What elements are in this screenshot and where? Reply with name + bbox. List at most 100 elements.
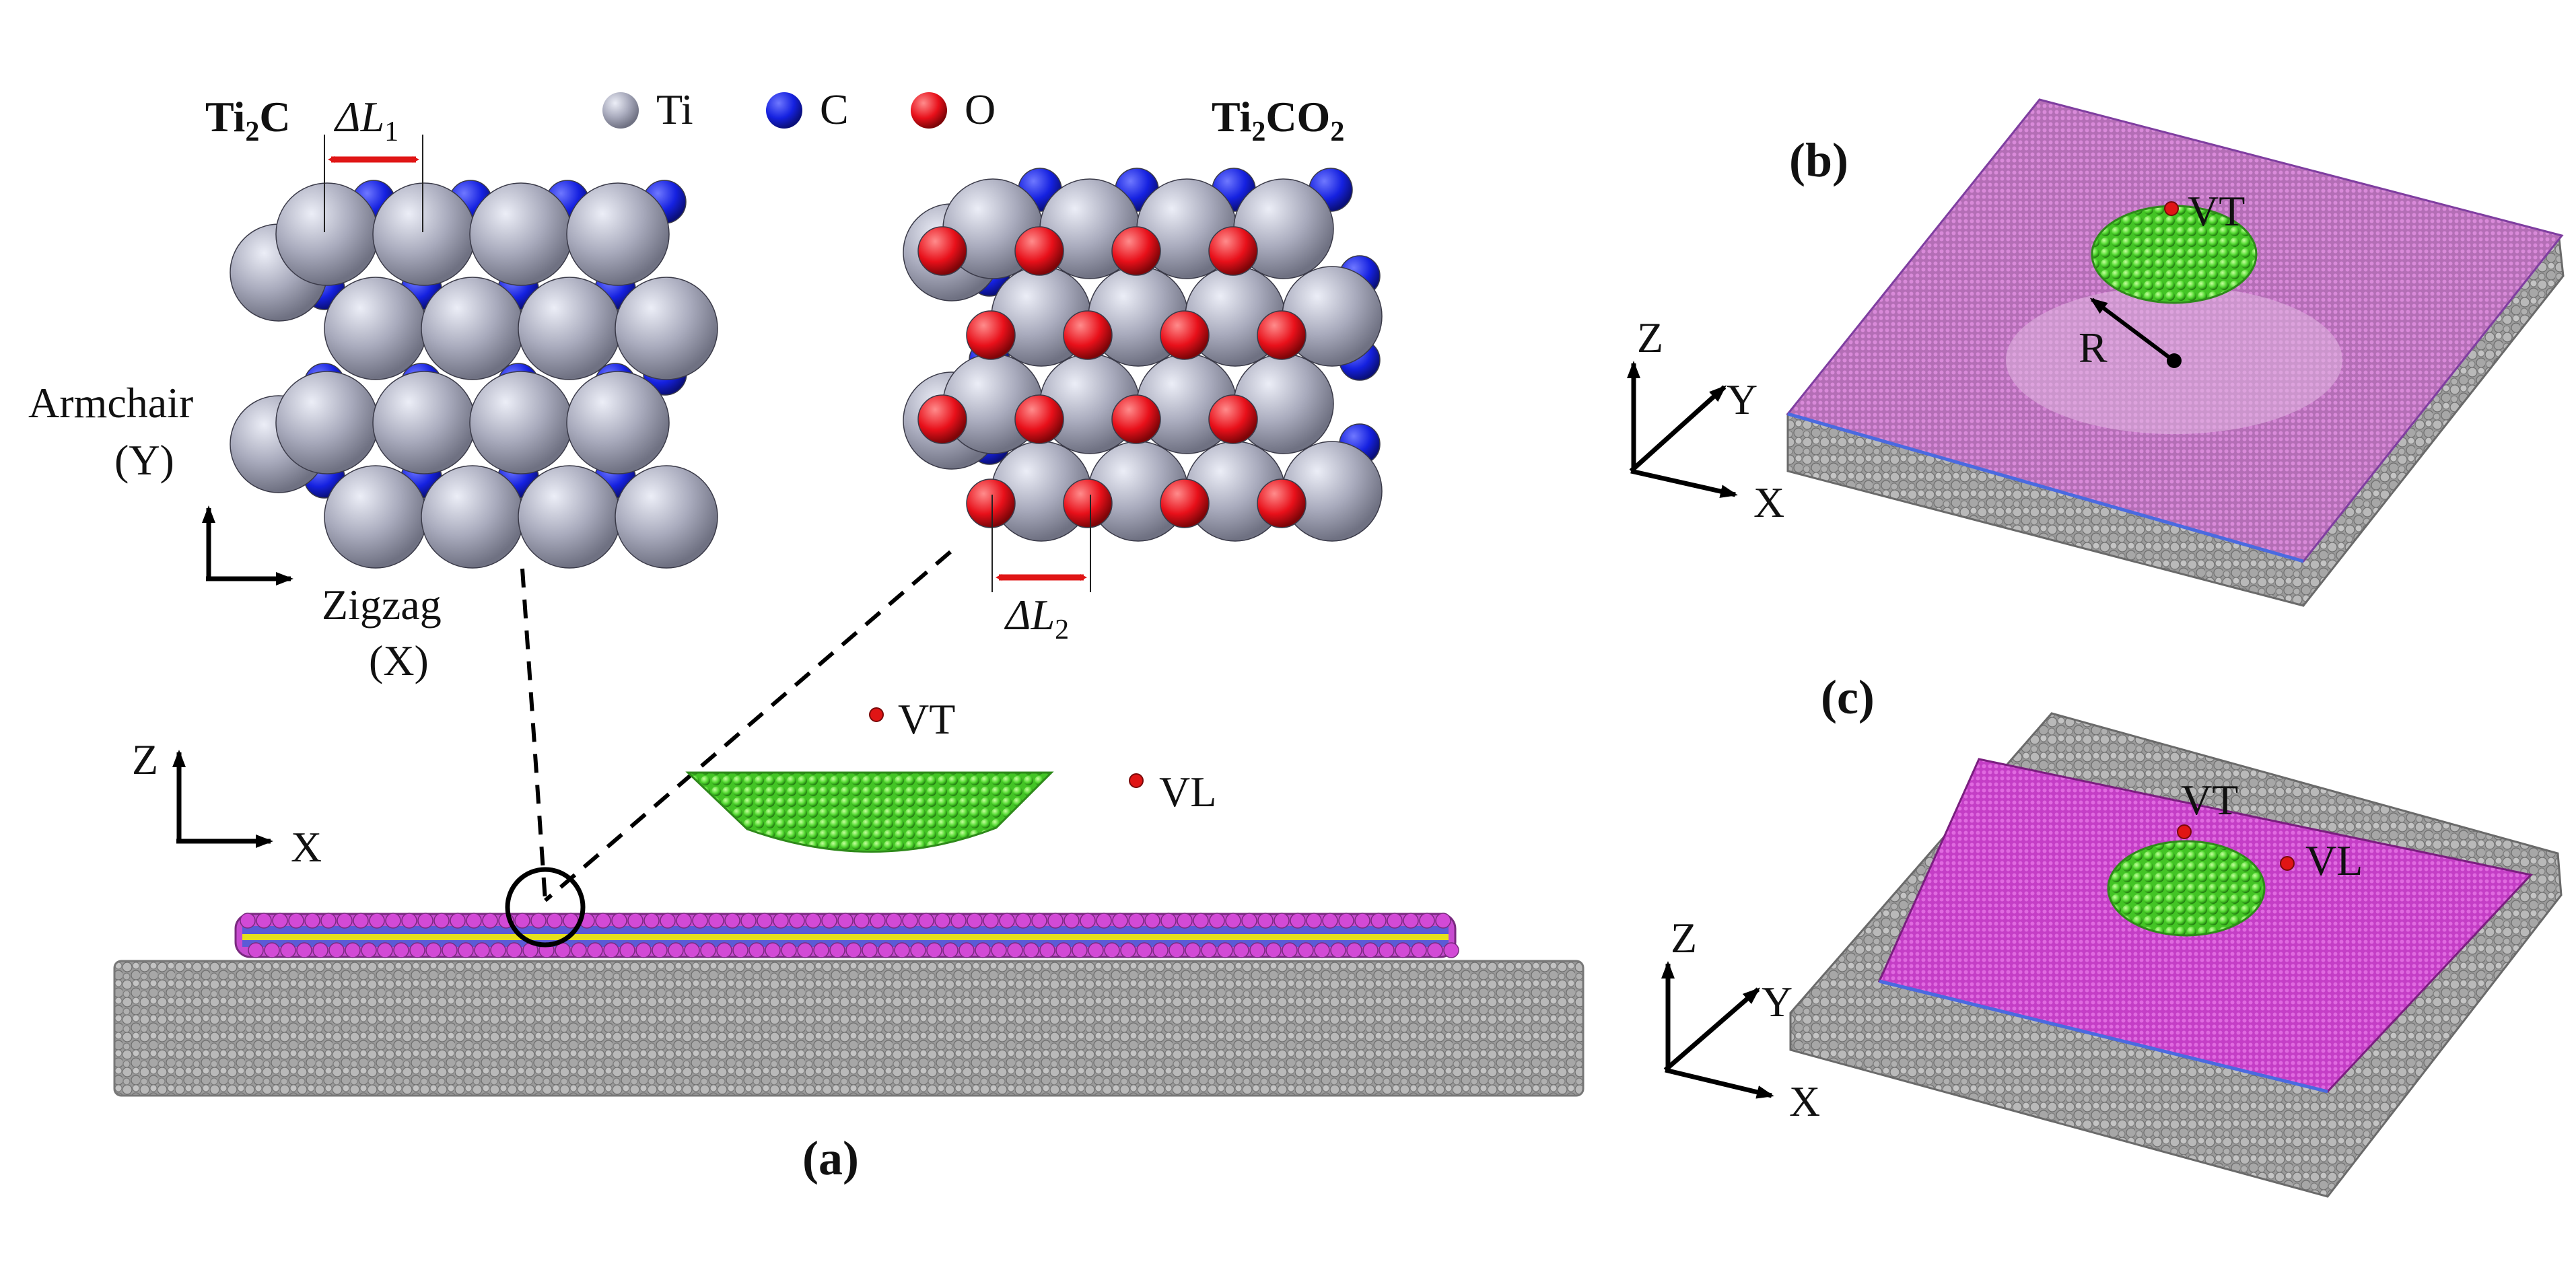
- film-bead-bottom: [862, 942, 878, 958]
- film-bead-bottom: [668, 942, 684, 958]
- film-bead-bottom: [248, 942, 264, 958]
- radius-label-b: R: [2079, 324, 2108, 371]
- film-bead-top: [837, 913, 854, 929]
- film-bead-top: [1290, 913, 1306, 929]
- film-bead-top: [466, 913, 482, 929]
- film-bead-top: [724, 913, 740, 929]
- film-bead-bottom: [442, 942, 458, 958]
- panel-b-3d-view: (b) VT R Z Y X: [1627, 98, 2565, 607]
- film-bead-top: [1193, 913, 1209, 929]
- film-bead-top: [660, 913, 676, 929]
- vt-label-c: VT: [2181, 776, 2238, 824]
- film-bead-top: [1160, 913, 1177, 929]
- film-bead-bottom: [571, 942, 587, 958]
- film-bead-bottom: [1362, 942, 1379, 958]
- film-bead-bottom: [377, 942, 393, 958]
- film-bead-top: [1306, 913, 1322, 929]
- panel-label-a: (a): [802, 1131, 859, 1185]
- film-bead-bottom: [587, 942, 603, 958]
- z-axis-label-a: Z: [132, 736, 158, 783]
- vt-marker-c: [2177, 824, 2192, 839]
- film-bead-top: [288, 913, 304, 929]
- xyz-axes-b: Z Y X: [1627, 314, 1784, 526]
- film-bead-bottom: [894, 942, 910, 958]
- oxygen-atom: [1111, 394, 1161, 444]
- film-bead-top: [530, 913, 547, 929]
- legend-label-ti: Ti: [656, 85, 693, 133]
- film-bead-top: [692, 913, 708, 929]
- film-bead-top: [304, 913, 320, 929]
- film-bead-bottom: [1265, 942, 1282, 958]
- film-bead-bottom: [1249, 942, 1265, 958]
- indenter-tip-top-c: [2107, 840, 2266, 937]
- film-bead-top: [1274, 913, 1290, 929]
- oxygen-atom: [917, 394, 967, 444]
- film-bead-top: [789, 913, 805, 929]
- ti-legend-icon: [602, 92, 639, 129]
- ti2co2-atoms: [903, 168, 1383, 542]
- film-bead-top: [676, 913, 692, 929]
- film-bead-top: [611, 913, 627, 929]
- film-bead-bottom: [635, 942, 652, 958]
- film-bead-bottom: [425, 942, 442, 958]
- film-bead-bottom: [1314, 942, 1330, 958]
- film-bead-top: [337, 913, 353, 929]
- zigzag-label: Zigzag: [322, 581, 442, 629]
- film-bead-top: [1112, 913, 1128, 929]
- film-bead-top: [918, 913, 934, 929]
- film-bead-top: [854, 913, 870, 929]
- film-bead-top: [1096, 913, 1112, 929]
- film-bead-bottom: [716, 942, 732, 958]
- delta-l1-label: ΔL1: [333, 93, 398, 147]
- film-bead-bottom: [1330, 942, 1346, 958]
- film-bead-bottom: [749, 942, 765, 958]
- oxygen-atom: [1063, 478, 1113, 528]
- ti-atom: [372, 182, 476, 286]
- film-bead-top: [950, 913, 967, 929]
- ti2c-structure: Ti2C ΔL1 Armchair (Y) Zigzag (X): [28, 93, 718, 684]
- film-bead-bottom: [1185, 942, 1201, 958]
- zoom-leader-ti2c: [520, 568, 547, 901]
- film-bead-top: [902, 913, 918, 929]
- film-bead-bottom: [910, 942, 926, 958]
- film-bead-bottom: [975, 942, 991, 958]
- oxygen-atom: [1014, 394, 1064, 444]
- x-axis-label-b: X: [1753, 478, 1784, 526]
- film-bead-top: [805, 913, 821, 929]
- ti2co2-title: Ti2CO2: [1212, 93, 1344, 147]
- ti-atom: [421, 465, 524, 569]
- ti-atom: [324, 277, 427, 380]
- film-bead-bottom: [409, 942, 425, 958]
- film-bead-bottom: [959, 942, 975, 958]
- film-bead-bottom: [1379, 942, 1395, 958]
- xyz-axes-c: Z Y X: [1661, 914, 1820, 1125]
- film-bead-top: [1031, 913, 1047, 929]
- ti2c-atoms: [230, 180, 718, 569]
- film-bead-bottom: [1217, 942, 1233, 958]
- film-bead-bottom: [1023, 942, 1039, 958]
- film-bead-bottom: [1411, 942, 1427, 958]
- oxygen-atom: [1257, 310, 1307, 360]
- film-bead-top: [773, 913, 789, 929]
- film-bead-top: [934, 913, 950, 929]
- film-bead-bottom: [781, 942, 797, 958]
- oxygen-atom: [1160, 310, 1210, 360]
- vl-label-a: VL: [1159, 768, 1216, 816]
- film-bead-top: [999, 913, 1015, 929]
- ti-atom: [275, 371, 379, 474]
- film-bead-bottom: [829, 942, 845, 958]
- film-bead-top: [870, 913, 886, 929]
- film-bead-top: [1047, 913, 1064, 929]
- panel-c-3d-view: (c) VT VL Z Y X: [1661, 670, 2563, 1198]
- film-bead-top: [757, 913, 773, 929]
- panel-label-c: (c): [1821, 670, 1875, 724]
- film-bead-bottom: [1298, 942, 1314, 958]
- ti-atom: [566, 182, 670, 286]
- film-bead-top: [369, 913, 385, 929]
- film-bead-top: [740, 913, 757, 929]
- ti-atom: [372, 371, 476, 474]
- film-bead-bottom: [506, 942, 522, 958]
- oxygen-atom: [1014, 226, 1064, 276]
- film-beads: [240, 913, 1459, 958]
- ti-atom: [421, 277, 524, 380]
